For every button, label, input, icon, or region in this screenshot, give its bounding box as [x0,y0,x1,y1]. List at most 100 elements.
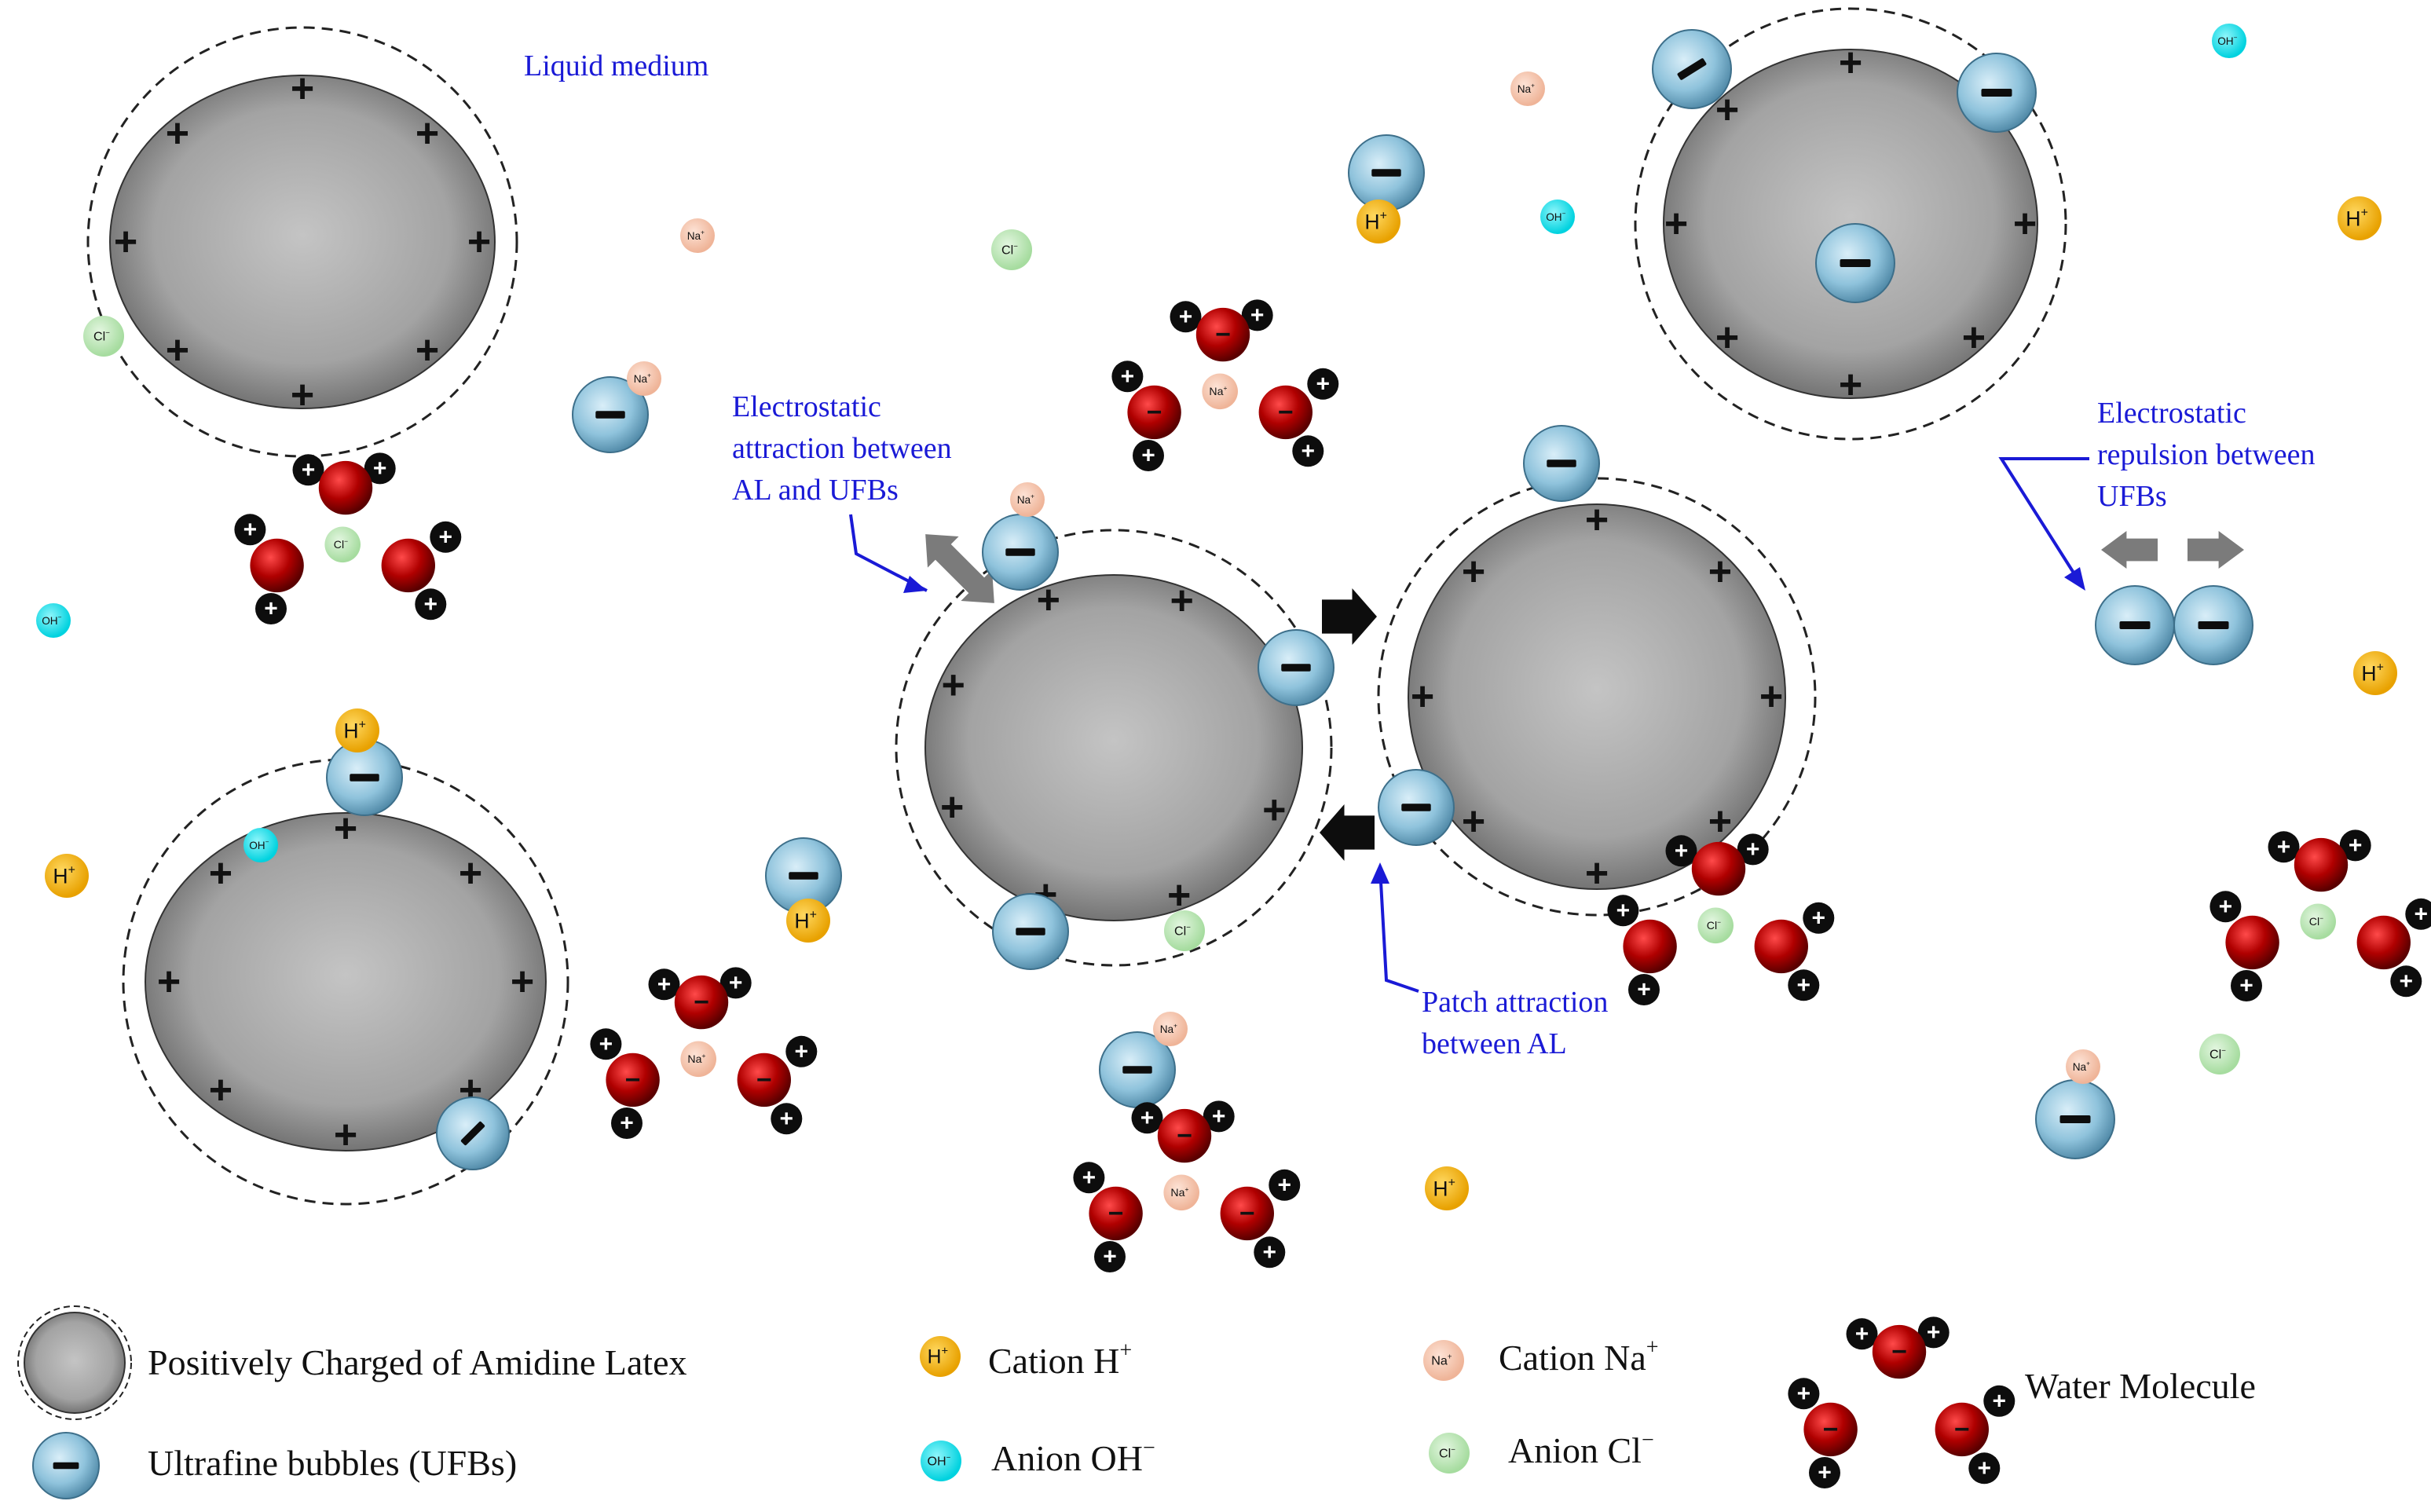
positive-charge-sign: + [209,1067,232,1113]
positive-charge-sign: + [1839,362,1862,408]
water-molecule-cluster: ++++++ [234,452,462,624]
legend-anion-cl-label: Anion Cl− [1508,1428,1654,1470]
patch-pointer-arrowhead [1371,862,1389,884]
latex-shell-dashed [122,758,569,1206]
ufb-bubble [1348,134,1425,211]
repulsion-label-line1: Electrostatic [2097,397,2246,430]
attraction-pointer-line [849,514,928,592]
svg-text:Na+: Na+ [2073,1060,2090,1073]
svg-text:−: − [1239,1199,1255,1228]
negative-charge-sign [595,411,625,419]
svg-text:+: + [1263,1239,1277,1265]
legend-anion-oh-label: Anion OH− [991,1436,1155,1478]
cation-na-ion: Na+ [1153,1012,1188,1046]
positive-charge-sign: + [157,959,181,1005]
repulsion-label-line3: UFBs [2097,480,2167,513]
svg-text:Na+: Na+ [1209,384,1227,397]
svg-text:Cl−: Cl− [1707,918,1721,932]
svg-text:+: + [1616,898,1631,924]
negative-charge-sign [1547,459,1576,467]
svg-text:Na+: Na+ [1017,493,1034,506]
svg-text:+: + [2239,973,2253,999]
cation-na-ion: Na+ [1202,373,1238,410]
anion-oh-ion: OH− [36,603,71,638]
svg-text:Na+: Na+ [634,372,651,385]
latex-core [1408,503,1786,890]
negative-charge-sign [53,1462,79,1470]
svg-text:+: + [1746,837,1760,862]
cation-h-ion: H+ [335,708,379,752]
negative-charge-sign [2059,1115,2091,1123]
negative-charge-sign [2119,621,2151,629]
positive-charge-sign: + [467,219,491,265]
svg-text:H+: H+ [2345,206,2368,230]
anion-oh-ion: OH− [243,828,278,862]
latex-particle-top-left: ++++++++ [86,26,518,458]
negative-charge-sign [789,872,818,880]
positive-charge-sign: + [291,372,314,418]
svg-text:+: + [2277,834,2291,860]
svg-text:OH−: OH− [249,839,269,851]
latex-particle-center: ++++++++ [895,529,1333,967]
svg-text:H+: H+ [794,908,817,932]
cation-h-ion: H+ [2353,651,2397,695]
ufb-bubble [2035,1079,2115,1159]
svg-text:−: − [1108,1199,1124,1228]
anion-oh-ion: OH− [1540,200,1575,234]
svg-text:+: + [2415,901,2429,927]
svg-text:+: + [1927,1320,1941,1345]
push-right-arrow [1322,588,1377,645]
svg-text:+: + [373,456,387,481]
positive-charge-sign: + [1715,315,1739,361]
svg-text:Cl−: Cl− [1439,1445,1455,1460]
patch-pointer-line [1378,867,1419,993]
svg-text:+: + [2219,894,2233,920]
negative-charge-sign [1016,928,1045,935]
repulsion-right-arrow [2188,531,2244,569]
legend-ufb-label: Ultrafine bubbles (UFBs) [148,1443,517,1483]
latex-core [145,812,547,1151]
svg-text:+: + [243,517,258,543]
negative-charge-sign [460,1121,485,1146]
svg-text:OH−: OH− [927,1453,950,1468]
water-molecule-cluster: ++++++−−− [590,967,818,1139]
positive-charge-sign: + [1411,674,1434,719]
positive-charge-sign: + [940,785,964,830]
svg-text:+: + [302,457,316,483]
positive-charge-sign: + [1708,549,1732,595]
svg-text:−: − [1823,1415,1839,1444]
svg-text:+: + [1140,1105,1155,1131]
anion-cl-ion: Cl− [324,526,361,563]
legend-cation-na-label: Cation Na+ [1499,1335,1659,1378]
legend-latex-label: Positively Charged of Amidine Latex [148,1342,687,1382]
anion-cl-ion: Cl− [2300,903,2336,940]
attraction-label-line1: Electrostatic [732,390,881,423]
ufb-bubble [2173,585,2253,665]
svg-text:+: + [1141,443,1155,469]
svg-text:+: + [1855,1321,1869,1347]
water-molecule-cluster: ++++++ [2210,829,2431,1001]
water-molecule-cluster: ++++++−−− [1073,1100,1301,1272]
cation-h-ion: H+ [2338,196,2382,240]
positive-charge-sign: + [1462,549,1485,595]
positive-charge-sign: + [416,328,439,373]
svg-text:−: − [1147,397,1162,427]
svg-text:H+: H+ [53,863,75,888]
svg-text:+: + [1675,838,1689,864]
latex-particle-bottom-left: ++++++++ [122,758,569,1206]
cation-h-ion: H+ [786,899,830,943]
anion-cl-ion: Cl− [2199,1034,2240,1075]
svg-text:−: − [1215,320,1231,350]
cation-na-ion: Na+ [1510,71,1545,106]
repulsion-pointer-line [1998,457,2089,587]
svg-text:Na+: Na+ [1160,1023,1177,1035]
water-molecule-cluster: ++++++−−− [1111,299,1339,471]
svg-text:+: + [439,524,453,550]
positive-charge-sign: + [291,66,314,112]
cation-na-ion: Na+ [1423,1340,1464,1381]
positive-charge-sign: + [1585,851,1609,896]
positive-charge-sign: + [114,219,137,265]
svg-text:+: + [1316,371,1331,397]
positive-charge-sign: + [1759,674,1783,719]
